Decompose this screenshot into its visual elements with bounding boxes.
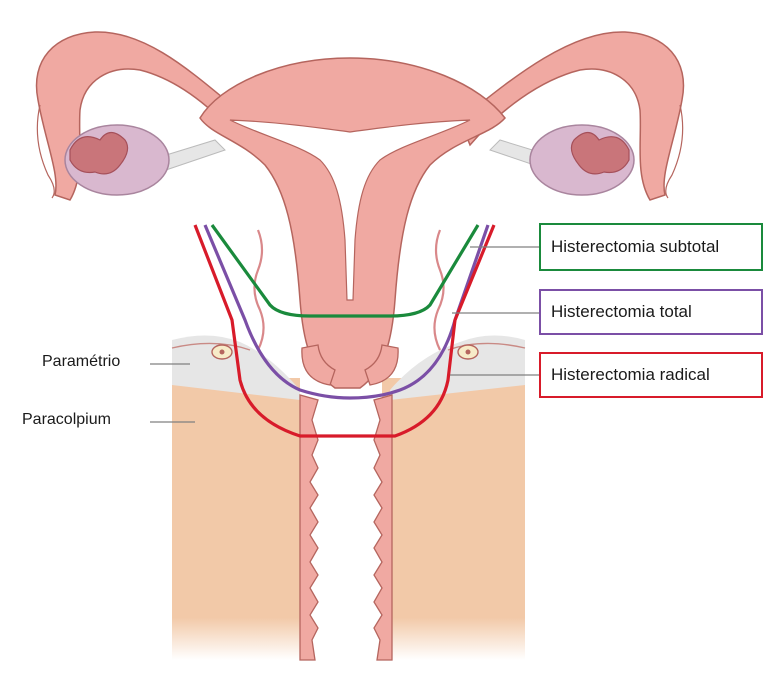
legend-label-radical: Histerectomia radical xyxy=(551,365,710,385)
paracolpium-right xyxy=(382,378,525,660)
ovary-left xyxy=(65,125,169,195)
legend-box-total: Histerectomia total xyxy=(539,289,763,335)
legend-label-subtotal: Histerectomia subtotal xyxy=(551,237,719,257)
paracolpium-left xyxy=(172,378,300,660)
legend-box-subtotal: Histerectomia subtotal xyxy=(539,223,763,271)
legend-label-total: Histerectomia total xyxy=(551,302,692,322)
ureter-right-icon xyxy=(458,345,478,359)
ovary-right xyxy=(530,125,634,195)
ureter-left-icon xyxy=(212,345,232,359)
legend-box-radical: Histerectomia radical xyxy=(539,352,763,398)
parametrio-label: Paramétrio xyxy=(42,353,120,371)
paracolpium-label: Paracolpium xyxy=(22,411,111,429)
